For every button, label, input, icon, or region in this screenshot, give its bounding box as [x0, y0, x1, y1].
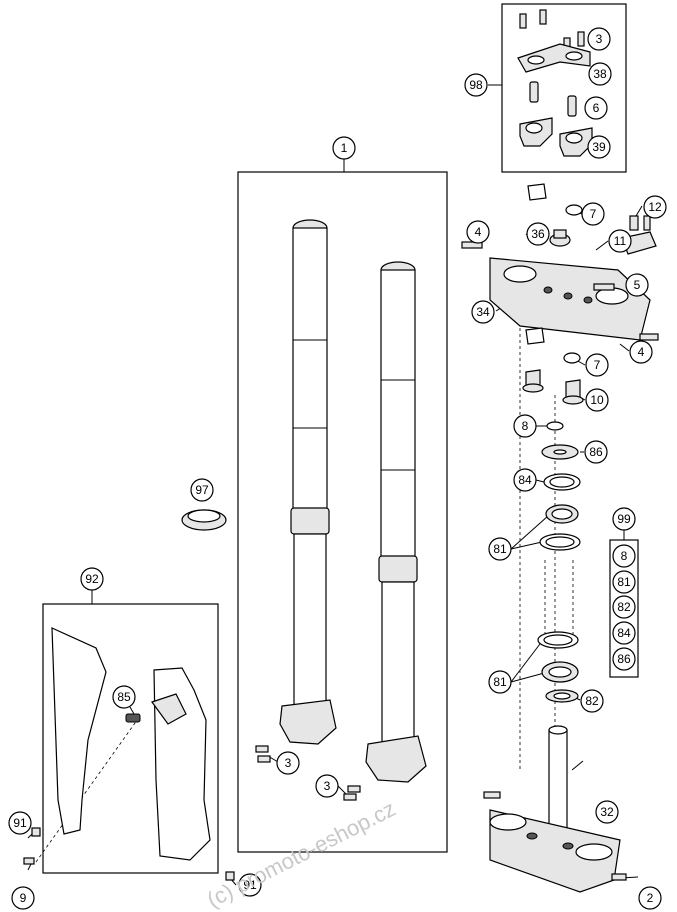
svg-text:39: 39: [592, 140, 606, 154]
upper-triple-clamp-parts: [461, 183, 659, 405]
fork-protector-ring: [181, 509, 227, 531]
svg-text:4: 4: [638, 345, 645, 359]
callout-9: 9: [11, 886, 35, 910]
callout-92: 92: [80, 567, 104, 591]
svg-text:86: 86: [589, 445, 603, 459]
svg-text:3: 3: [324, 779, 331, 793]
svg-text:98: 98: [469, 78, 483, 92]
svg-text:2: 2: [647, 891, 654, 905]
svg-text:10: 10: [590, 393, 604, 407]
svg-text:82: 82: [585, 694, 599, 708]
kit-item-8: 8: [612, 544, 636, 568]
right-fork-leg: [365, 261, 427, 783]
handlebar-clamp-parts: [517, 9, 593, 157]
fork-assembly-frame: [237, 171, 448, 853]
kit-item-84: 84: [612, 621, 636, 645]
callout-7-top: 7: [581, 202, 605, 226]
handlebar-clamp-kit-frame: [501, 3, 627, 173]
svg-text:8: 8: [621, 549, 628, 563]
callout-39: 39: [587, 135, 611, 159]
callout-84: 84: [513, 468, 537, 492]
lower-triple-clamp-parts: [483, 725, 627, 893]
callout-81-upper: 81: [488, 537, 512, 561]
callout-82: 82: [580, 689, 604, 713]
assembly-dashed-lines: [35, 310, 574, 863]
callout-4-right: 4: [629, 340, 653, 364]
callout-10: 10: [585, 388, 609, 412]
callout-3-left-axle: 3: [276, 751, 300, 775]
svg-text:12: 12: [648, 200, 662, 214]
callout-36: 36: [526, 222, 550, 246]
svg-text:36: 36: [531, 227, 545, 241]
callout-97: 97: [190, 478, 214, 502]
svg-text:85: 85: [117, 690, 131, 704]
callout-32: 32: [595, 800, 619, 824]
callout-85: 85: [112, 685, 136, 709]
callout-91-left: 91: [8, 811, 32, 835]
svg-text:81: 81: [493, 675, 507, 689]
svg-text:91: 91: [13, 816, 27, 830]
svg-text:34: 34: [476, 305, 490, 319]
kit-item-82: 82: [612, 595, 636, 619]
watermark: (c) promoto-eshop.cz: [203, 796, 400, 912]
svg-text:38: 38: [593, 67, 607, 81]
svg-text:8: 8: [522, 419, 529, 433]
axle-clamp-screws: [255, 745, 361, 801]
callout-3-clamp-kit: 3: [587, 27, 611, 51]
svg-text:99: 99: [617, 512, 631, 526]
callout-2: 2: [638, 886, 662, 910]
svg-text:3: 3: [596, 32, 603, 46]
callout-12: 12: [643, 195, 667, 219]
callout-1: 1: [332, 136, 356, 160]
svg-text:9: 9: [20, 891, 27, 905]
svg-text:91: 91: [243, 878, 257, 892]
svg-text:97: 97: [195, 483, 209, 497]
svg-text:5: 5: [634, 278, 641, 292]
callout-98: 98: [464, 73, 488, 97]
left-fork-leg: [279, 219, 337, 745]
svg-text:86: 86: [617, 652, 631, 666]
kit-item-86: 86: [612, 647, 636, 671]
svg-text:81: 81: [493, 542, 507, 556]
callout-99: 99: [612, 507, 636, 531]
svg-text:1: 1: [341, 141, 348, 155]
callout-38: 38: [588, 62, 612, 86]
callout-7-lower: 7: [585, 353, 609, 377]
callout-91-bottom: 91: [238, 873, 262, 897]
svg-text:7: 7: [590, 207, 597, 221]
svg-text:7: 7: [594, 358, 601, 372]
fork-guard-frame: [42, 603, 219, 874]
callout-81-lower: 81: [488, 670, 512, 694]
callout-34: 34: [471, 300, 495, 324]
bearing-stack-parts: [537, 421, 581, 703]
callout-8: 8: [513, 414, 537, 438]
svg-text:6: 6: [593, 101, 600, 115]
svg-text:82: 82: [617, 600, 631, 614]
callout-4-top: 4: [466, 220, 490, 244]
svg-text:32: 32: [600, 805, 614, 819]
kit-item-81: 81: [612, 570, 636, 594]
svg-text:11: 11: [614, 234, 627, 248]
svg-text:84: 84: [518, 473, 532, 487]
callout-3-right-axle: 3: [315, 774, 339, 798]
svg-text:4: 4: [475, 225, 482, 239]
svg-text:81: 81: [617, 575, 631, 589]
callout-86: 86: [584, 440, 608, 464]
svg-text:3: 3: [285, 756, 292, 770]
fork-guards: [23, 627, 235, 881]
svg-text:84: 84: [617, 626, 631, 640]
callout-5: 5: [625, 273, 649, 297]
callout-6: 6: [584, 96, 608, 120]
svg-text:92: 92: [85, 572, 99, 586]
callout-11: 11: [608, 229, 632, 253]
